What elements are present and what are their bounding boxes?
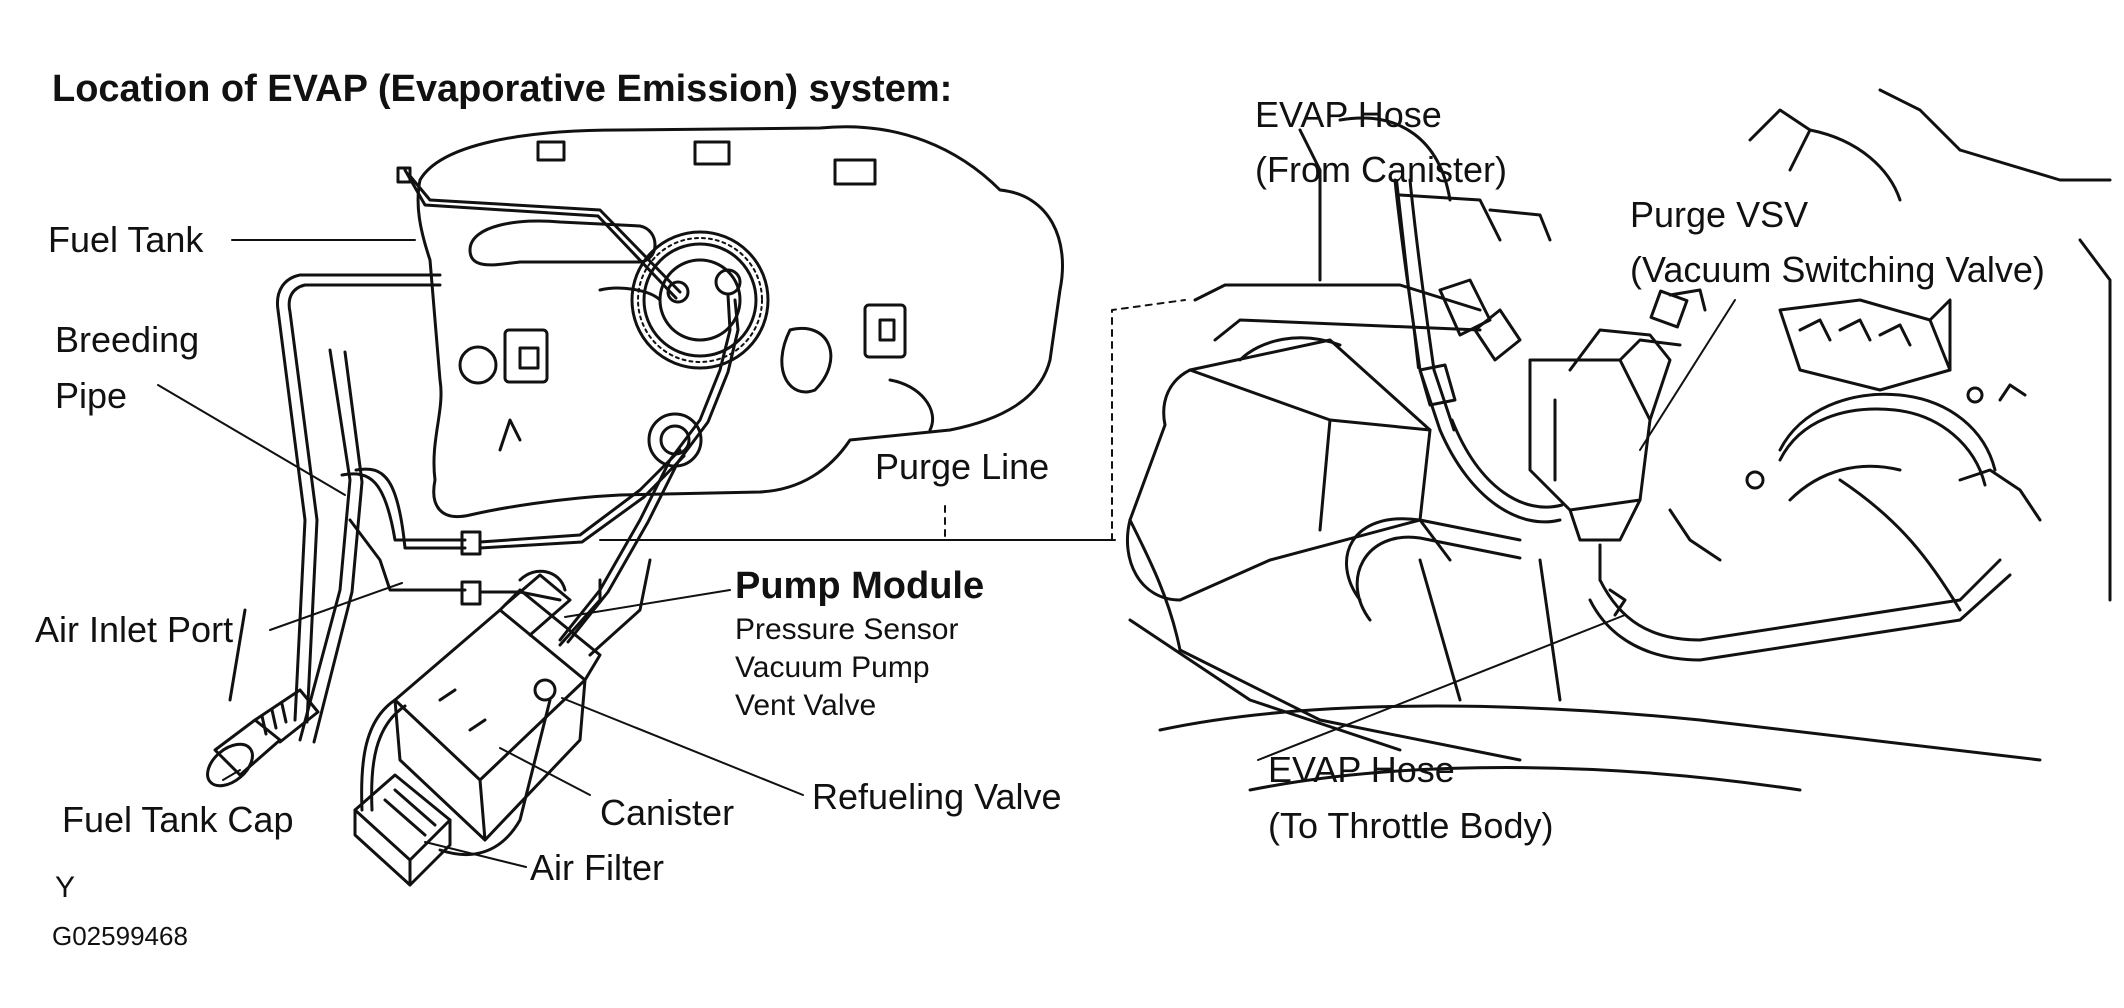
label-breeding-pipe-line1: Breeding [55, 319, 200, 360]
label-vent-valve: Vent Valve [735, 689, 877, 722]
label-evap-hose-to-line1: EVAP Hose [1268, 749, 1455, 790]
canister-drawing [393, 569, 602, 842]
label-evap-hose-from-line2: (From Canister) [1255, 149, 1508, 190]
fuel-tank-drawing [416, 125, 1064, 518]
label-refueling-valve: Refueling Valve [812, 776, 1062, 817]
air-filter-drawing [353, 773, 452, 887]
label-evap-hose-from-line1: EVAP Hose [1255, 94, 1442, 135]
label-breeding-pipe-line2: Pipe [55, 375, 128, 416]
label-fuel-tank: Fuel Tank [48, 219, 204, 260]
footer-code-letter: Y [55, 871, 76, 904]
label-purge-vsv-line2: (Vacuum Switching Valve) [1630, 249, 2045, 290]
label-air-inlet-port: Air Inlet Port [35, 609, 234, 650]
footer-figure-code: G02599468 [52, 921, 188, 951]
fuel-tank-cap-drawing [206, 688, 320, 788]
label-pressure-sensor: Pressure Sensor [735, 613, 959, 646]
label-fuel-tank-cap: Fuel Tank Cap [62, 799, 294, 840]
label-evap-hose-to-line2: (To Throttle Body) [1268, 805, 1554, 846]
label-canister: Canister [600, 792, 735, 833]
label-air-filter: Air Filter [530, 847, 664, 888]
canister-hoses [360, 558, 652, 857]
label-vacuum-pump: Vacuum Pump [735, 651, 930, 684]
engine-bay-drawing [1125, 88, 2112, 792]
vent-lines [396, 166, 740, 644]
label-pump-module: Pump Module [735, 565, 985, 607]
leader-lines-left [157, 239, 1186, 868]
label-purge-line: Purge Line [875, 446, 1050, 487]
label-purge-vsv-line1: Purge VSV [1630, 194, 1809, 235]
diagram-title: Location of EVAP (Evaporative Emission) … [52, 68, 953, 110]
breeding-pipe-drawing [228, 273, 686, 744]
leader-lines-right [1257, 179, 1736, 761]
